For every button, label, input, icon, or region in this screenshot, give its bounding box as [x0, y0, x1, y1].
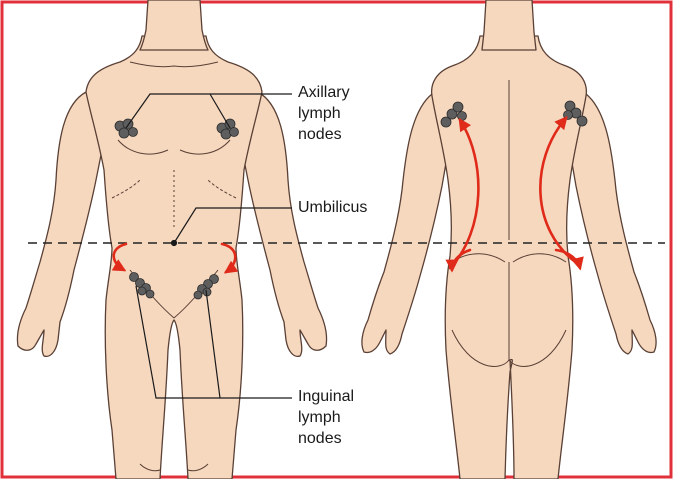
front-left-arm — [17, 92, 104, 356]
front-figure — [17, 0, 326, 479]
back-left-arm — [362, 94, 450, 354]
inguinal-label-line-2: lymph — [298, 407, 354, 428]
umbilicus-dot — [172, 241, 177, 246]
back-neck — [482, 0, 536, 50]
umbilicus-label: Umbilicus — [298, 197, 367, 218]
umbilicus-label-text: Umbilicus — [298, 197, 367, 218]
inguinal-label-line-3: nodes — [298, 428, 354, 449]
inguinal-label-line-1: Inguinal — [298, 386, 354, 407]
axillary-lymph-nodes-label: Axillary lymph nodes — [298, 82, 350, 145]
axillary-label-line-1: Axillary — [298, 82, 350, 103]
front-neck — [140, 0, 208, 50]
back-right-arm — [568, 94, 656, 354]
inguinal-lymph-nodes-label: Inguinal lymph nodes — [298, 386, 354, 449]
axillary-label-line-2: lymph — [298, 103, 350, 124]
axillary-label-line-3: nodes — [298, 124, 350, 145]
